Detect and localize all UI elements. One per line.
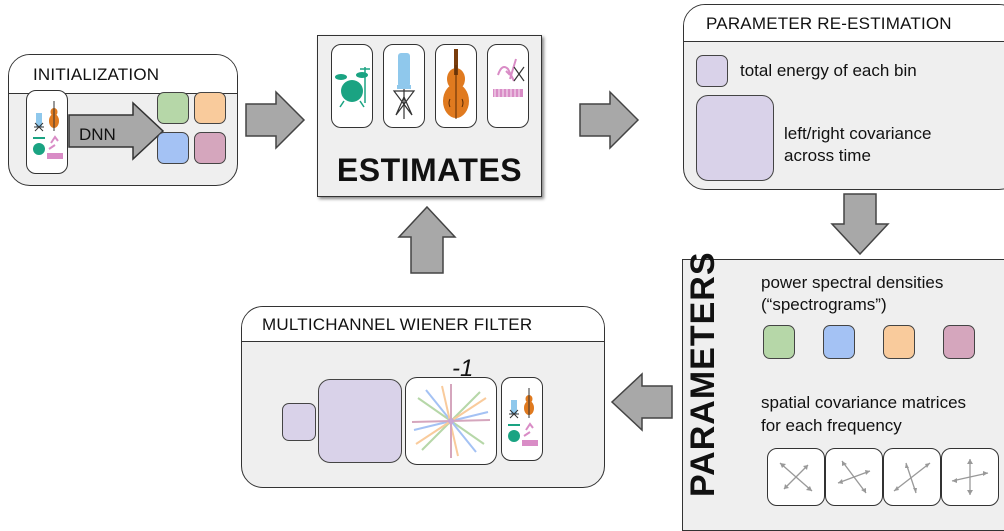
spatial-label-line2: for each frequency xyxy=(761,416,902,435)
psd-pink-square xyxy=(943,325,975,359)
estimate-vocals-card xyxy=(383,44,425,128)
covariance-axes-icon xyxy=(951,459,989,495)
psd-green-square xyxy=(763,325,795,359)
inverse-exponent: -1 xyxy=(452,355,474,382)
parameters-panel: PARAMETERS power spectral densities (“sp… xyxy=(682,251,1004,531)
reestimation-panel: PARAMETER RE-ESTIMATION total energy of … xyxy=(683,4,1004,190)
init-blue-square xyxy=(157,132,189,164)
dnn-label: DNN xyxy=(79,125,116,144)
mixture-icon xyxy=(508,388,538,446)
double-bass-icon xyxy=(443,49,469,119)
wiener-mixture-card xyxy=(501,377,543,461)
covariance-label-line1: left/right covariance xyxy=(784,124,932,143)
initialization-title-bar: INITIALIZATION xyxy=(9,55,237,94)
spatial-matrix-4 xyxy=(941,448,999,506)
init-mixture-card xyxy=(26,90,68,174)
wiener-inverse-card xyxy=(405,377,497,465)
drums-icon xyxy=(335,67,370,108)
initialization-panel: INITIALIZATION DNN xyxy=(8,54,238,186)
synth-icon xyxy=(493,58,525,97)
estimates-panel: ESTIMATES xyxy=(317,35,542,197)
psd-orange-square xyxy=(883,325,915,359)
initialization-title: INITIALIZATION xyxy=(33,65,160,84)
estimates-title: ESTIMATES xyxy=(336,152,523,188)
arrow-wiener-to-estimates xyxy=(397,205,457,274)
estimate-other-card xyxy=(487,44,529,128)
estimate-bass-card xyxy=(435,44,477,128)
psd-blue-square xyxy=(823,325,855,359)
reestimation-title-bar: PARAMETER RE-ESTIMATION xyxy=(684,5,1004,42)
reestimation-title: PARAMETER RE-ESTIMATION xyxy=(706,14,952,33)
wiener-title-bar: MULTICHANNEL WIENER FILTER xyxy=(242,307,604,342)
init-green-square xyxy=(157,92,189,124)
spatial-label-line1: spatial covariance matrices xyxy=(761,393,967,412)
covariance-square xyxy=(696,95,774,181)
covariance-axes-icon xyxy=(779,462,813,492)
dnn-arrow xyxy=(68,101,165,161)
init-orange-square xyxy=(194,92,226,124)
covariance-axes-icon xyxy=(893,462,931,494)
covariance-label-line2: across time xyxy=(784,146,871,165)
arrow-reestimation-to-parameters xyxy=(830,193,890,256)
arrow-estimates-to-reestimation xyxy=(579,90,640,150)
covariance-axes-icon xyxy=(837,460,871,494)
wiener-panel: MULTICHANNEL WIENER FILTER -1 xyxy=(241,306,605,488)
energy-label: total energy of each bin xyxy=(740,61,917,80)
spatial-matrix-1 xyxy=(767,448,825,506)
mixture-icon xyxy=(33,101,63,159)
spatial-matrix-3 xyxy=(883,448,941,506)
psd-label-line2: (“spectrograms”) xyxy=(761,295,887,314)
psd-label-line1: power spectral densities xyxy=(761,273,944,292)
energy-square xyxy=(696,55,728,87)
arrow-init-to-estimates xyxy=(245,90,306,150)
arrow-parameters-to-wiener xyxy=(610,372,673,432)
mixed-covariance-arrows-icon xyxy=(411,384,491,458)
wiener-energy-square xyxy=(282,403,316,441)
init-pink-square xyxy=(194,132,226,164)
spatial-matrix-2 xyxy=(825,448,883,506)
estimate-drums-card xyxy=(331,44,373,128)
wiener-covariance-square xyxy=(318,379,402,463)
microphone-icon xyxy=(392,53,416,119)
wiener-title: MULTICHANNEL WIENER FILTER xyxy=(262,315,533,334)
parameters-title: PARAMETERS xyxy=(684,251,722,498)
